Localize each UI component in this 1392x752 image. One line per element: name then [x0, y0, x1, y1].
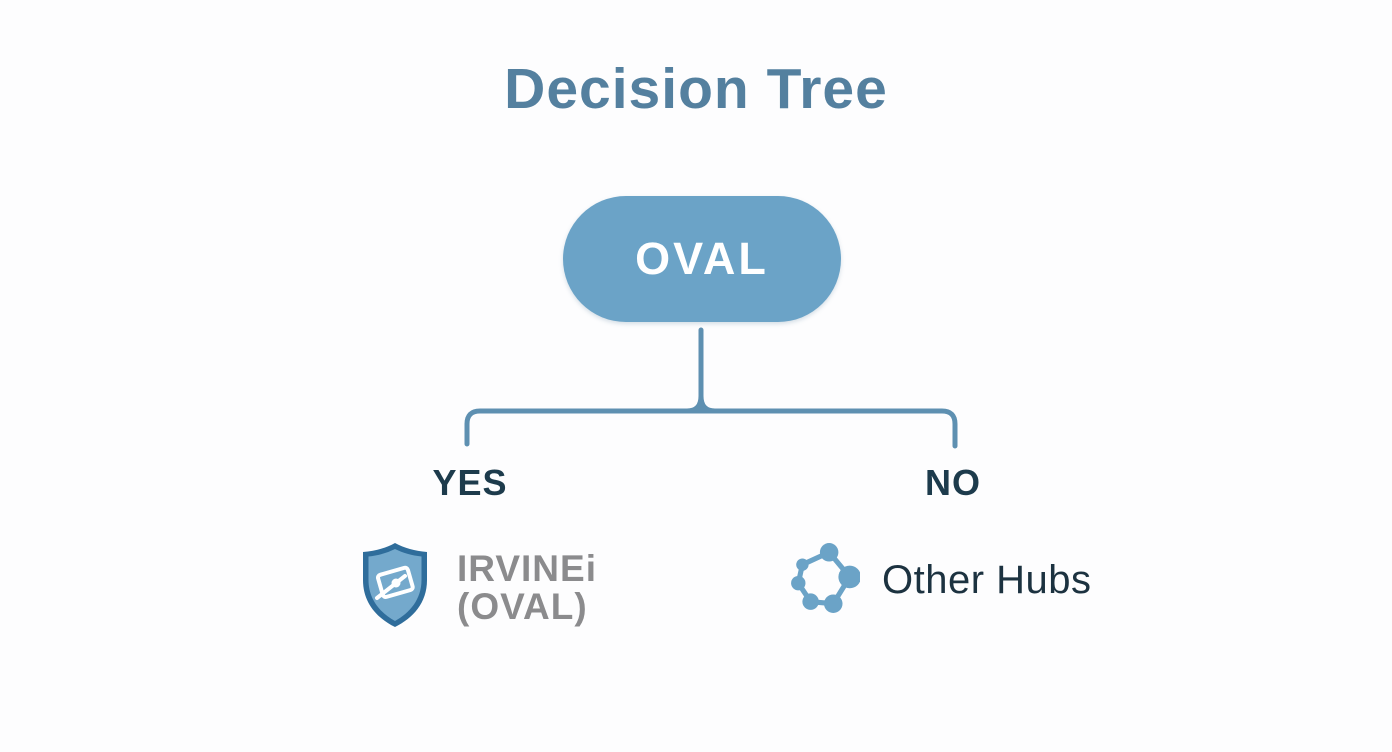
root-node-oval: OVAL — [563, 196, 841, 322]
hub-network-icon — [788, 542, 862, 619]
leaf-no-other-hubs: Other Hubs — [788, 542, 1092, 619]
branch-label-no: NO — [925, 462, 981, 503]
leaf-no-result-label: Other Hubs — [882, 558, 1092, 602]
diagram-title: Decision Tree — [504, 57, 888, 121]
branch-label-yes: YES — [432, 462, 508, 503]
leaf-yes-result-label: IRVINEi (OVAL) — [457, 547, 597, 627]
leaf-yes-result-line1: IRVINEi — [457, 547, 597, 589]
leaf-yes-irvinei: IRVINEi (OVAL) — [355, 540, 597, 635]
leaf-yes-result-line2: (OVAL) — [457, 585, 588, 627]
root-node-label: OVAL — [635, 233, 769, 284]
shield-camera-icon — [355, 540, 435, 635]
